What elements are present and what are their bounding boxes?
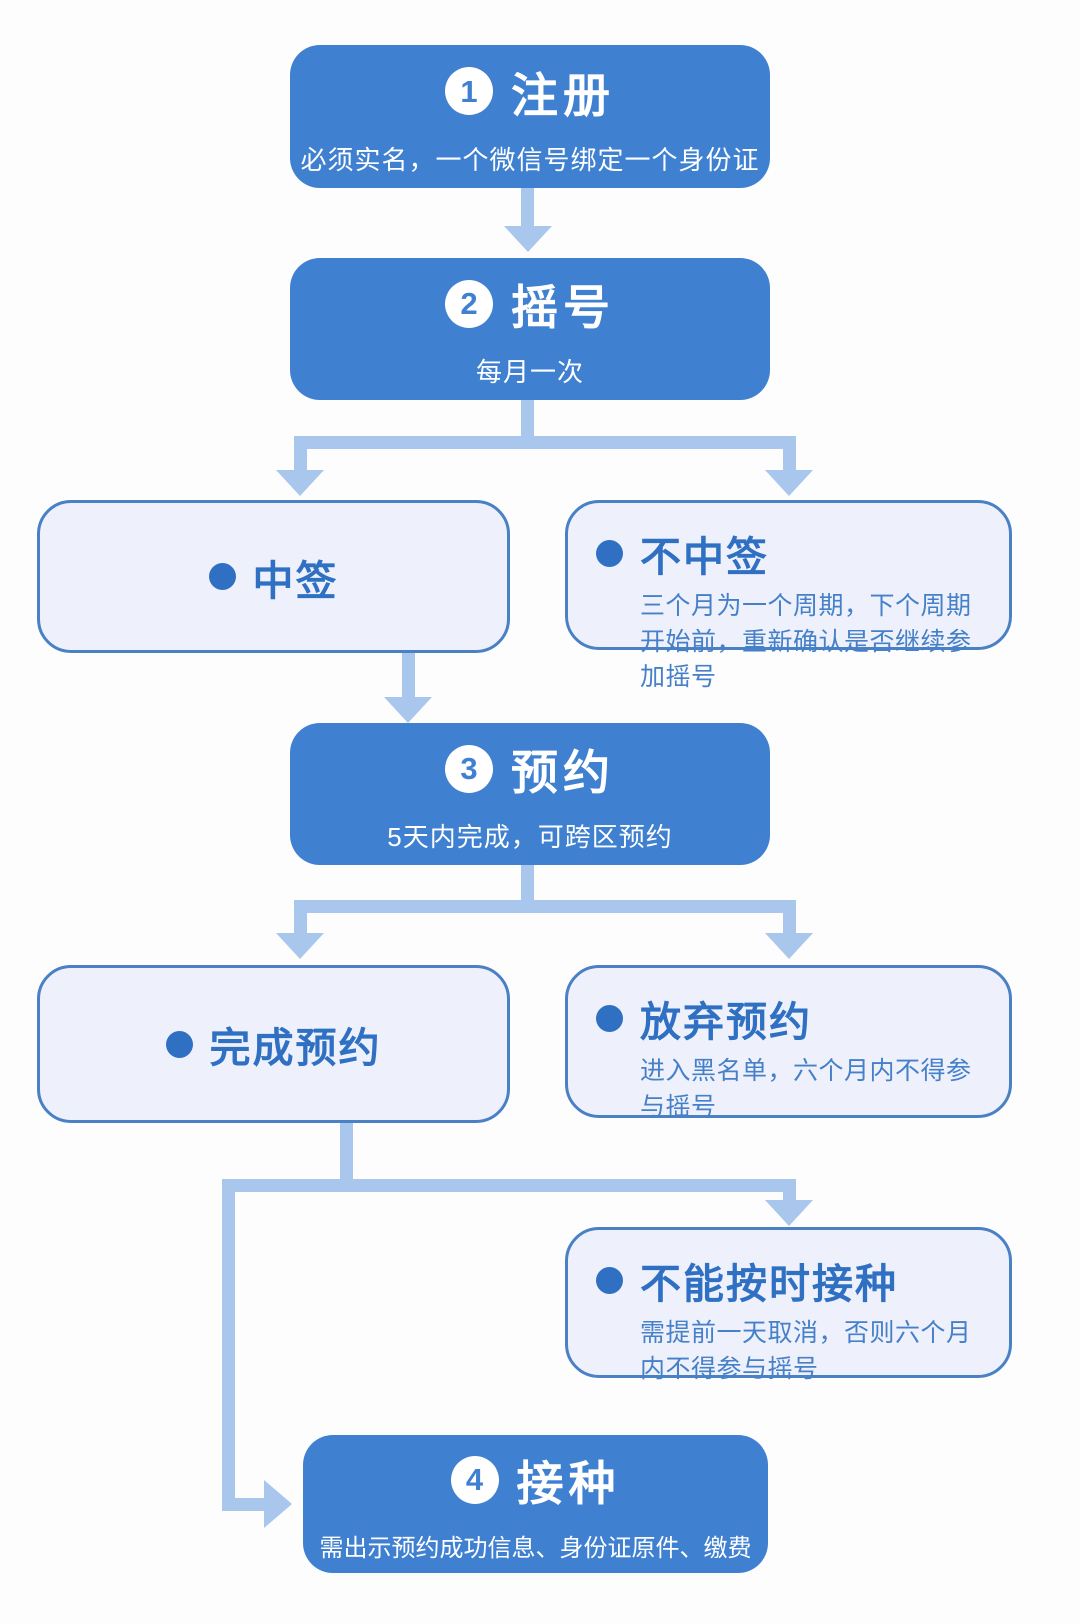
- bullet-dot-icon: [165, 1030, 193, 1058]
- connector-lottery-split-bar: [294, 436, 796, 449]
- bullet-dot-icon: [596, 539, 623, 567]
- outcome-box-late: 不能按时接种 需提前一天取消，否则六个月内不得参与摇号: [565, 1227, 1012, 1383]
- step-lottery-title-row: 2 摇号: [445, 269, 615, 338]
- outcome-abandon-body: 放弃预约 进入黑名单，六个月内不得参与摇号: [568, 968, 1009, 1125]
- step-3-number-badge-icon: 3: [445, 744, 493, 793]
- arrow-down-icon: [765, 470, 813, 496]
- step-1-number-badge-icon: 1: [445, 67, 493, 115]
- outcome-late-title-row: 不能按时接种: [596, 1250, 981, 1310]
- connector-win-appointment-stem: [402, 653, 415, 697]
- connector-complete-split-bar: [222, 1179, 796, 1192]
- connector-lottery-win-drop: [294, 449, 307, 470]
- outcome-late-body: 不能按时接种 需提前一天取消，否则六个月内不得参与摇号: [568, 1230, 1009, 1387]
- outcome-abandon-title-row: 放弃预约: [596, 988, 981, 1048]
- connector-appointment-split-stem: [521, 865, 534, 900]
- connector-lottery-split-stem: [521, 400, 534, 436]
- outcome-lose-body: 不中签 三个月为一个周期，下个周期开始前，重新确认是否继续参加摇号: [568, 503, 1009, 696]
- connector-register-lottery-stem: [521, 188, 534, 226]
- outcome-lose-desc: 三个月为一个周期，下个周期开始前，重新确认是否继续参加摇号: [640, 592, 972, 691]
- step-box-lottery: 2 摇号 每月一次: [290, 258, 770, 400]
- connector-lottery-lose-drop: [783, 449, 796, 470]
- connector-vaccinate-long-drop: [222, 1179, 235, 1511]
- arrow-down-icon: [765, 1200, 813, 1226]
- arrow-down-icon: [384, 697, 432, 723]
- arrow-down-icon: [276, 470, 324, 496]
- step-vaccinate-title-row: 4 接种: [450, 1445, 621, 1514]
- outcome-win-title-row: 中签: [208, 547, 339, 607]
- outcome-abandon-title: 放弃预约: [640, 999, 812, 1045]
- outcome-late-title: 不能按时接种: [640, 1261, 898, 1307]
- arrow-down-icon: [765, 933, 813, 959]
- arrow-right-icon: [264, 1480, 292, 1528]
- step-register-subtitle: 必须实名，一个微信号绑定一个身份证: [300, 144, 760, 175]
- outcome-box-complete: 完成预约: [37, 965, 510, 1123]
- step-appointment-title: 预约: [511, 746, 615, 799]
- connector-appointment-complete-drop: [294, 913, 307, 933]
- outcome-lose-title-row: 不中签: [596, 523, 981, 583]
- step-4-number-badge-icon: 4: [450, 1455, 499, 1504]
- outcome-complete-title-row: 完成预约: [165, 1014, 382, 1074]
- step-box-appointment: 3 预约 5天内完成，可跨区预约: [290, 723, 770, 865]
- step-2-number-badge-icon: 2: [445, 279, 493, 328]
- bullet-dot-icon: [596, 1004, 623, 1032]
- step-box-register: 1 注册 必须实名，一个微信号绑定一个身份证: [290, 45, 770, 188]
- bullet-dot-icon: [208, 563, 236, 590]
- step-appointment-title-row: 3 预约: [445, 734, 615, 803]
- step-lottery-title: 摇号: [511, 281, 615, 334]
- arrow-down-icon: [504, 226, 552, 252]
- step-vaccinate-title: 接种: [516, 1457, 621, 1510]
- outcome-abandon-desc: 进入黑名单，六个月内不得参与摇号: [640, 1057, 972, 1121]
- connector-appointment-split-bar: [294, 900, 796, 913]
- connector-vaccinate-elbow: [222, 1498, 264, 1511]
- outcome-win-title: 中签: [252, 557, 339, 604]
- bullet-dot-icon: [596, 1266, 623, 1294]
- outcome-box-lose: 不中签 三个月为一个周期，下个周期开始前，重新确认是否继续参加摇号: [565, 500, 1012, 691]
- outcome-complete-title: 完成预约: [209, 1025, 382, 1071]
- step-vaccinate-subtitle: 需出示预约成功信息、身份证原件、缴费: [319, 1535, 752, 1562]
- outcome-late-desc: 需提前一天取消，否则六个月内不得参与摇号: [640, 1319, 972, 1383]
- arrow-down-icon: [276, 933, 324, 959]
- step-appointment-subtitle: 5天内完成，可跨区预约: [387, 822, 673, 852]
- step-register-title-row: 1 注册: [445, 57, 615, 126]
- outcome-lose-title: 不中签: [640, 534, 769, 580]
- connector-late-drop: [783, 1192, 796, 1200]
- step-box-vaccinate: 4 接种 需出示预约成功信息、身份证原件、缴费: [303, 1435, 768, 1573]
- step-register-title: 注册: [511, 68, 615, 122]
- connector-appointment-abandon-drop: [783, 913, 796, 933]
- outcome-box-abandon: 放弃预约 进入黑名单，六个月内不得参与摇号: [565, 965, 1012, 1121]
- outcome-box-win: 中签: [37, 500, 510, 653]
- connector-complete-stem: [340, 1123, 353, 1179]
- step-lottery-subtitle: 每月一次: [475, 357, 584, 387]
